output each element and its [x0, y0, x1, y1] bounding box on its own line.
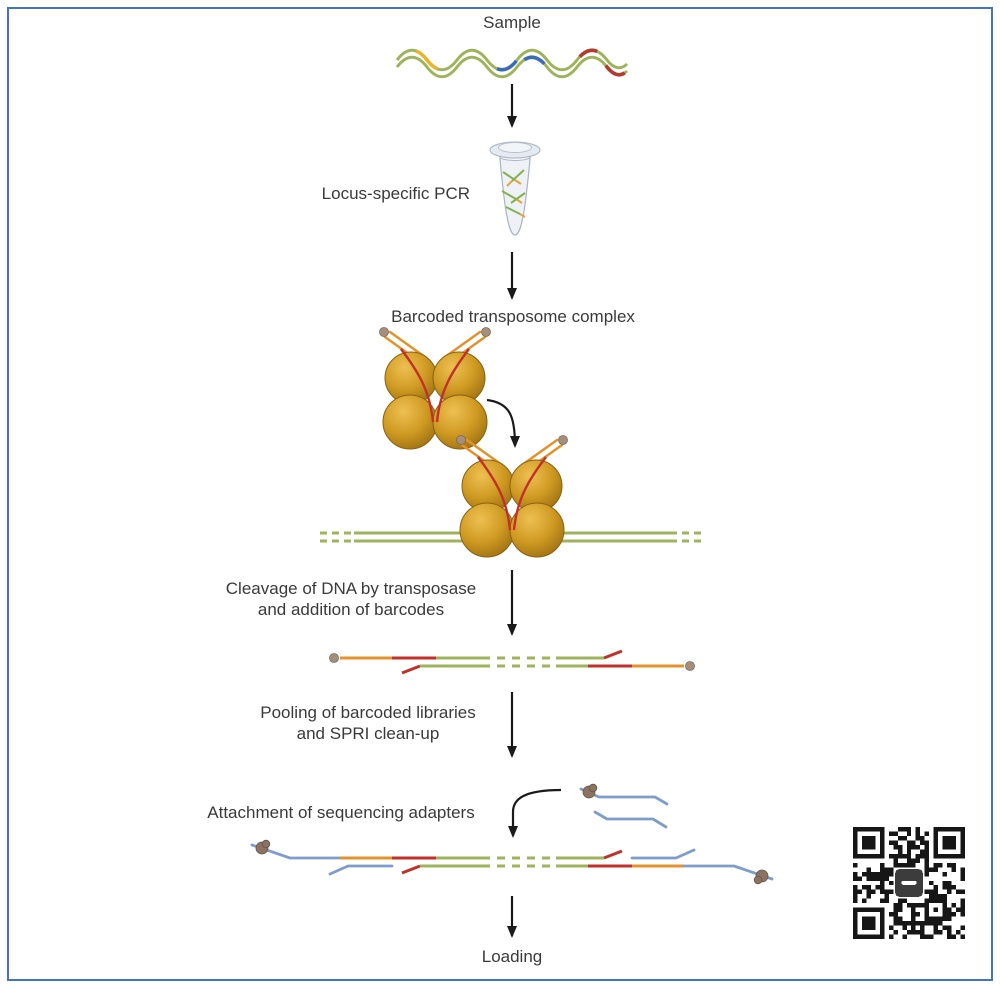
barcode-flap: [401, 864, 421, 875]
label-loading: Loading: [481, 947, 543, 966]
barcode-flap: [603, 649, 623, 660]
motor-protein-blob: [588, 783, 598, 793]
label-pooling: Pooling of barcoded libraries and SPRI c…: [246, 702, 490, 744]
motor-protein-blob: [261, 839, 271, 849]
adapter-line: [593, 810, 668, 829]
label-cleavage-line2: and addition of barcodes: [257, 600, 445, 619]
sample-dna-strand: [395, 48, 629, 79]
flow-arrow-5: [508, 788, 562, 838]
amplicon-strands: [501, 169, 526, 218]
transposome-complex-free: [378, 326, 492, 451]
sequencing-adapter: [579, 783, 669, 829]
label-adapters: Attachment of sequencing adapters: [207, 803, 475, 822]
qr-code-image: [853, 827, 965, 939]
label-pooling-line2: and SPRI clean-up: [296, 724, 440, 743]
end-dot: [329, 653, 339, 663]
barcoded-fragment: [329, 649, 695, 675]
label-cleavage-line1: Cleavage of DNA by transposase: [225, 579, 477, 598]
tube-body: [499, 156, 531, 236]
barcode-flap: [401, 664, 421, 675]
label-pooling-line1: Pooling of barcoded libraries: [260, 703, 476, 722]
flow-arrow-curved: [486, 398, 520, 448]
qr-code: [853, 827, 965, 939]
label-sample: Sample: [483, 13, 541, 32]
barcode-flap: [603, 849, 623, 860]
label-locus-pcr: Locus-specific PCR: [321, 184, 470, 203]
label-cleavage: Cleavage of DNA by transposase and addit…: [212, 578, 490, 620]
transposome-complex-bound: [455, 434, 569, 559]
end-dot: [685, 661, 695, 671]
label-transposome: Barcoded transposome complex: [391, 307, 635, 326]
pcr-tube: [489, 141, 541, 236]
adapter-line: [630, 848, 696, 860]
motor-protein-blob: [753, 875, 763, 885]
final-library: [250, 839, 774, 885]
adapter-line: [328, 864, 394, 876]
